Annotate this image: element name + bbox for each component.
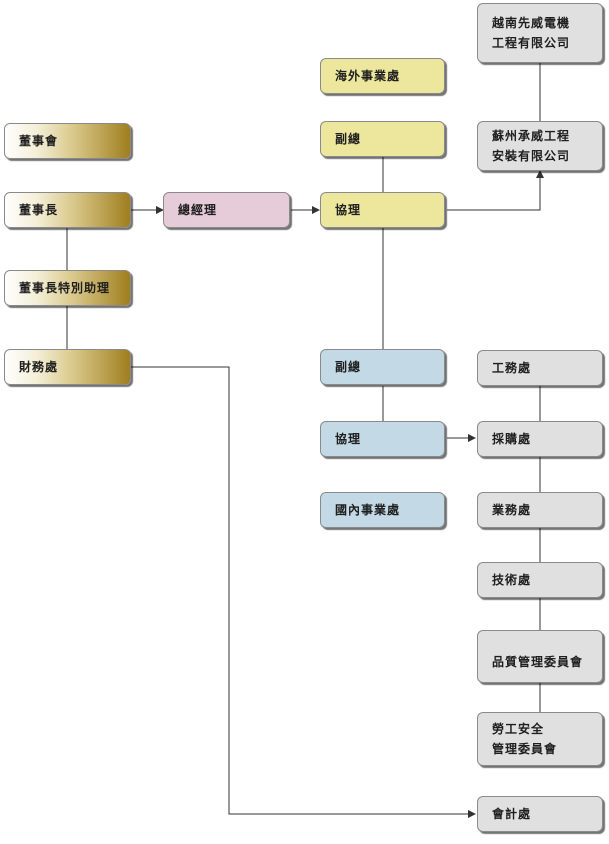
- arrow-assoc-suzhou: [447, 170, 544, 211]
- node-label: 副總: [335, 360, 362, 374]
- node-label: 業務處: [492, 503, 532, 517]
- node-label: 副總: [335, 132, 362, 146]
- node-label: 管理委員會: [492, 742, 558, 756]
- node-engineering[interactable]: 工務處: [477, 350, 603, 386]
- node-label: 董事會: [19, 134, 59, 148]
- node-board[interactable]: 董事會: [4, 123, 131, 159]
- node-label: 協理: [335, 432, 362, 446]
- node-label: 工務處: [492, 361, 532, 375]
- node-business[interactable]: 業務處: [477, 492, 603, 528]
- node-technical[interactable]: 技術處: [477, 562, 603, 598]
- node-label: 董事長特別助理: [19, 281, 111, 295]
- node-suzhou-company[interactable]: 蘇州承威工程 安裝有限公司: [477, 121, 603, 171]
- node-finance[interactable]: 財務處: [4, 349, 131, 385]
- node-label: 蘇州承威工程: [492, 129, 571, 143]
- node-label: 採購處: [492, 432, 532, 446]
- node-accounting[interactable]: 會計處: [477, 796, 603, 832]
- node-label: 工程有限公司: [492, 36, 571, 50]
- node-label: 財務處: [19, 360, 59, 374]
- node-label: 勞工安全: [492, 722, 545, 736]
- node-vp-overseas[interactable]: 副總: [320, 121, 445, 157]
- node-overseas-division[interactable]: 海外事業處: [320, 58, 445, 94]
- node-chairman[interactable]: 董事長: [4, 192, 131, 228]
- node-assoc-manager-domestic[interactable]: 協理: [320, 421, 445, 457]
- node-label: 協理: [335, 203, 362, 217]
- node-vietnam-company[interactable]: 越南先威電機 工程有限公司: [477, 3, 603, 63]
- node-safety-committee[interactable]: 勞工安全 管理委員會: [477, 712, 603, 766]
- node-label: 總經理: [178, 203, 218, 217]
- node-label: 品質管理委員會: [492, 655, 584, 669]
- arrow-finance-accounting: [131, 366, 476, 818]
- node-label: 董事長: [19, 203, 59, 217]
- node-label: 越南先威電機: [492, 16, 571, 30]
- node-special-assistant[interactable]: 董事長特別助理: [4, 270, 131, 306]
- node-label: 海外事業處: [335, 69, 401, 83]
- node-label: 安裝有限公司: [492, 149, 571, 163]
- node-procurement[interactable]: 採購處: [477, 421, 603, 457]
- node-general-manager[interactable]: 總經理: [163, 192, 290, 228]
- node-label: 技術處: [492, 573, 532, 587]
- node-label: 國內事業處: [335, 503, 401, 517]
- node-vp-domestic[interactable]: 副總: [320, 349, 445, 385]
- node-quality-committee[interactable]: 品質管理委員會: [477, 630, 603, 683]
- node-label: 會計處: [492, 807, 532, 821]
- node-assoc-manager-overseas[interactable]: 協理: [320, 192, 445, 228]
- node-domestic-division[interactable]: 國內事業處: [320, 492, 445, 528]
